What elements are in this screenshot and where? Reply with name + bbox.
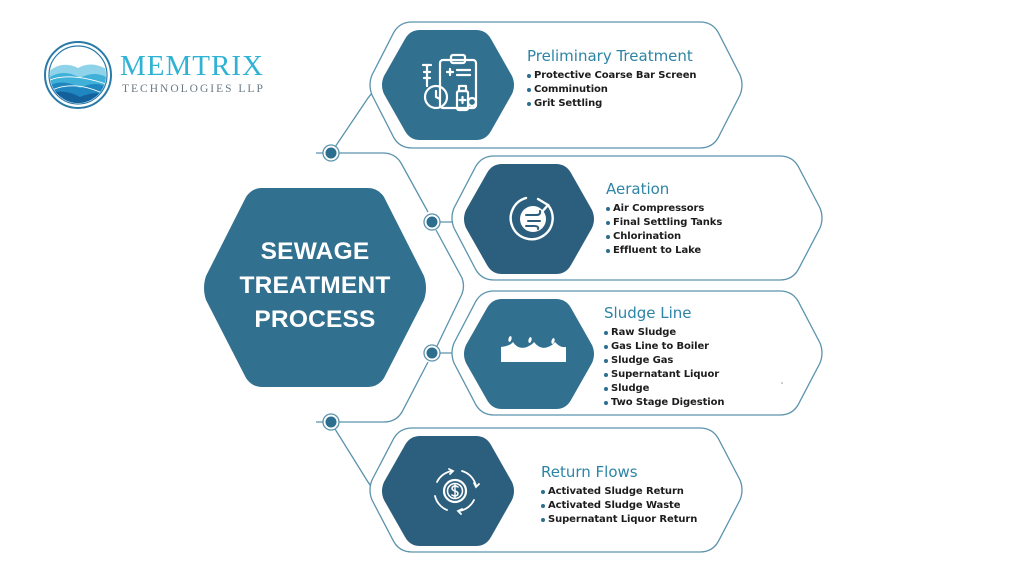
- bullet-icon: [604, 359, 608, 363]
- logo-name: MEMTRIX: [120, 50, 264, 82]
- stage-title: Sludge Line: [604, 304, 692, 322]
- stage-item: Comminution: [527, 83, 696, 97]
- bullet-icon: [604, 401, 608, 405]
- bullet-icon: [541, 518, 545, 522]
- stage-item: Gas Line to Boiler: [604, 340, 724, 354]
- stage-item: Supernatant Liquor Return: [541, 513, 697, 527]
- stage-item: Sludge: [604, 382, 724, 396]
- bullet-icon: [541, 490, 545, 494]
- bullet-icon: [527, 88, 531, 92]
- stage-item: Supernatant Liquor: [604, 368, 724, 382]
- stage-item: Chlorination: [606, 230, 722, 244]
- stage-items: Air Compressors Final Settling Tanks Chl…: [606, 202, 722, 258]
- center-title-line: SEWAGE: [260, 238, 370, 265]
- stage-item: Activated Sludge Return: [541, 485, 697, 499]
- bullet-icon: [606, 221, 610, 225]
- center-title-line: TREATMENT: [239, 272, 391, 299]
- center-title: SEWAGE TREATMENT PROCESS: [200, 235, 430, 337]
- clipboard-clock-medicine-icon: [421, 53, 478, 112]
- stage-card-aeration: Aeration Air Compressors Final Settling …: [606, 180, 722, 258]
- dollar-cycle-icon: [434, 468, 480, 515]
- stage-card-sludge-line: Sludge Line Raw Sludge Gas Line to Boile…: [604, 304, 724, 410]
- card-outline-1: [369, 21, 743, 149]
- stage-item: Protective Coarse Bar Screen: [527, 69, 697, 83]
- stage-title: Preliminary Treatment: [527, 47, 693, 65]
- node-1: [322, 144, 340, 162]
- logo-tagline: TECHNOLOGIES LLP: [122, 83, 265, 95]
- sludge-waves-icon: [501, 336, 566, 362]
- connector-node1-node2: [316, 152, 429, 213]
- stage-items: Raw Sludge Gas Line to Boiler Sludge Gas…: [604, 326, 724, 410]
- node-4: [322, 413, 340, 431]
- connector-node2-node3: [435, 229, 465, 347]
- bullet-icon: [606, 249, 610, 253]
- stage-item: Sludge Gas: [604, 354, 724, 368]
- bullet-icon: [606, 207, 610, 211]
- logo-emblem: [44, 41, 112, 109]
- bullet-icon: [527, 74, 531, 78]
- stage-item: Effluent to Lake: [606, 244, 722, 258]
- stage-item: Two Stage Digestion: [604, 396, 724, 410]
- company-logo: MEMTRIX TECHNOLOGIES LLP: [42, 38, 272, 112]
- connector-nodes: [322, 144, 441, 431]
- stage-title: Return Flows: [541, 463, 638, 481]
- stage-item: Final Settling Tanks: [606, 216, 722, 230]
- stage-items: Protective Coarse Bar Screen Comminution…: [527, 69, 697, 111]
- stage-item: Grit Settling: [527, 97, 696, 111]
- stage-item: Activated Sludge Waste: [541, 499, 697, 513]
- center-hexagon: [204, 188, 426, 387]
- stage-card-preliminary-treatment: Preliminary Treatment Protective Coarse …: [527, 47, 697, 111]
- connector-node3-node4: [316, 361, 429, 423]
- stage-card-return-flows: Return Flows Activated Sludge Return Act…: [541, 463, 697, 527]
- air-cycle-icon: [509, 196, 554, 241]
- node-3: [423, 344, 441, 362]
- bullet-icon: [604, 331, 608, 335]
- bullet-icon: [606, 235, 610, 239]
- stage-title: Aeration: [606, 180, 670, 198]
- bullet-icon: [604, 387, 608, 391]
- stage-item: Raw Sludge: [604, 326, 724, 340]
- bullet-icon: [604, 345, 608, 349]
- stage-item: Air Compressors: [606, 202, 722, 216]
- node-2: [423, 213, 441, 231]
- stage-items: Activated Sludge Return Activated Sludge…: [541, 485, 697, 527]
- center-title-line: PROCESS: [254, 306, 376, 333]
- bullet-icon: [541, 504, 545, 508]
- bullet-icon: [527, 102, 531, 106]
- bullet-icon: [604, 373, 608, 377]
